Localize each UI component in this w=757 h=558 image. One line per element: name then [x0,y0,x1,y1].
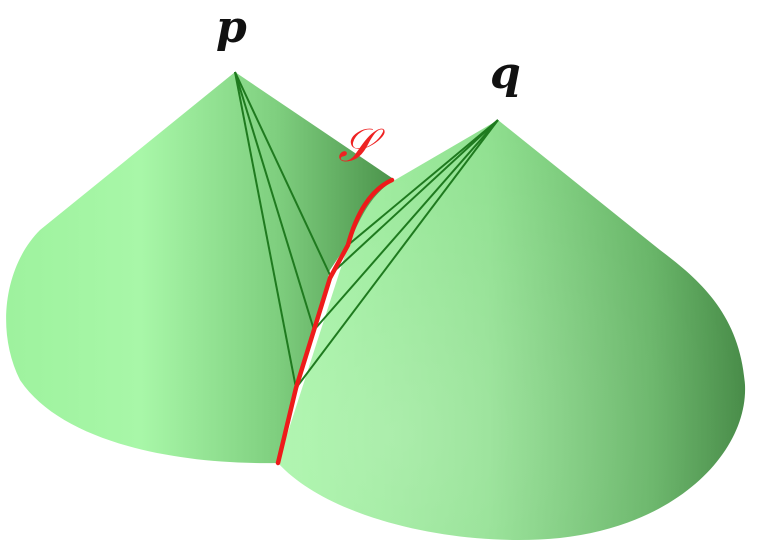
q-generator-line [347,119,499,246]
cone-q-highlight [278,120,746,540]
intersection-curve [275,177,395,466]
p-generators [234,71,331,389]
curve-label-s: 𝒮 [338,118,374,172]
p-generator-line [234,71,315,331]
q-generator-line [295,119,499,389]
apex-label-q: q [490,48,521,99]
apex-label-p: p [216,2,247,53]
cone-p [6,72,392,464]
p-generator-line [234,71,297,389]
p-generator-line [234,71,331,276]
q-generator-line [329,119,499,276]
q-generator-line [313,119,499,331]
q-generators [295,119,499,389]
